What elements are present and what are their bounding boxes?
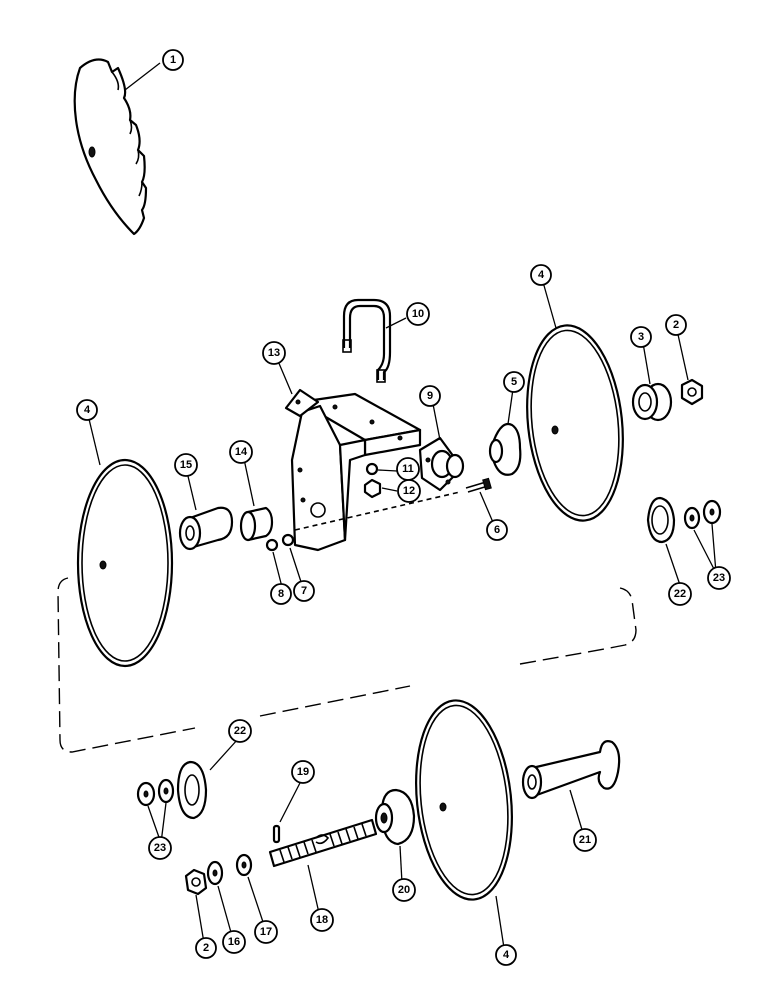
mounting-standard-bracket xyxy=(290,392,422,552)
callout-2a: 2 xyxy=(665,314,687,336)
spacer-cup-right xyxy=(646,496,676,544)
lock-washer xyxy=(235,853,253,877)
nut-large xyxy=(363,478,382,499)
callout-15: 15 xyxy=(174,453,198,477)
threaded-axle-shaft xyxy=(268,818,378,868)
svg-text:13: 13 xyxy=(268,347,280,359)
callout-17: 17 xyxy=(254,920,278,944)
svg-text:23: 23 xyxy=(154,842,166,854)
callout-18: 18 xyxy=(310,908,334,932)
callout-5: 5 xyxy=(503,371,525,393)
svg-text:4: 4 xyxy=(538,269,545,281)
u-bolt xyxy=(342,298,392,383)
washers-right xyxy=(683,499,722,530)
washers-left xyxy=(136,778,175,807)
svg-text:4: 4 xyxy=(84,404,91,416)
svg-text:2: 2 xyxy=(203,942,209,954)
svg-text:7: 7 xyxy=(301,585,307,597)
callout-4c: 4 xyxy=(495,944,517,966)
callout-1: 1 xyxy=(162,49,184,71)
callout-13: 13 xyxy=(262,341,286,365)
svg-text:5: 5 xyxy=(511,376,517,388)
callout-8: 8 xyxy=(270,583,292,605)
svg-text:10: 10 xyxy=(412,308,424,320)
callout-11: 11 xyxy=(396,457,420,481)
assembly-group-outline xyxy=(57,577,637,753)
svg-text:20: 20 xyxy=(398,884,410,896)
svg-text:16: 16 xyxy=(228,936,240,948)
gusset-plate xyxy=(284,388,320,418)
hub-collar xyxy=(374,788,416,846)
castle-nut-upper xyxy=(680,378,704,406)
nut-small xyxy=(365,462,379,476)
long-hub-spool xyxy=(521,740,621,800)
callout-16: 16 xyxy=(222,930,246,954)
small-nut-8 xyxy=(265,538,279,552)
left-hub-spool xyxy=(178,506,234,551)
callout-22b: 22 xyxy=(668,582,692,606)
callout-3: 3 xyxy=(630,326,652,348)
svg-text:19: 19 xyxy=(297,766,309,778)
svg-text:23: 23 xyxy=(713,572,725,584)
svg-text:15: 15 xyxy=(180,459,192,471)
bolt xyxy=(465,477,492,493)
callout-7: 7 xyxy=(293,580,315,602)
lower-disc-blade xyxy=(415,699,513,901)
callout-10: 10 xyxy=(406,302,430,326)
callout-4a: 4 xyxy=(76,399,98,421)
callout-22a: 22 xyxy=(228,719,252,743)
callout-19: 19 xyxy=(291,760,315,784)
svg-text:11: 11 xyxy=(402,463,414,475)
svg-text:3: 3 xyxy=(638,331,644,343)
svg-text:1: 1 xyxy=(170,54,176,66)
callout-23b: 23 xyxy=(148,836,172,860)
svg-text:6: 6 xyxy=(494,524,500,536)
flat-washer xyxy=(206,860,224,886)
svg-text:21: 21 xyxy=(579,834,591,846)
spacer-sleeve xyxy=(239,506,274,542)
callout-23a: 23 xyxy=(707,566,731,590)
leader-lines xyxy=(88,62,717,949)
callout-12: 12 xyxy=(397,479,421,503)
upper-right-disc-blade xyxy=(526,324,624,522)
callout-20: 20 xyxy=(392,878,416,902)
spacer-cup-left xyxy=(176,760,208,820)
svg-text:22: 22 xyxy=(234,725,246,737)
bearing xyxy=(631,382,673,422)
svg-text:4: 4 xyxy=(503,949,510,961)
notched-disc-blade xyxy=(73,58,148,236)
svg-text:2: 2 xyxy=(673,319,679,331)
callout-6: 6 xyxy=(486,519,508,541)
svg-text:12: 12 xyxy=(403,485,415,497)
callout-14: 14 xyxy=(229,440,253,464)
svg-text:17: 17 xyxy=(260,926,272,938)
cotter-pin xyxy=(272,824,281,844)
callout-2b: 2 xyxy=(195,937,217,959)
svg-text:8: 8 xyxy=(278,588,284,600)
callout-9: 9 xyxy=(419,385,441,407)
callout-21: 21 xyxy=(573,828,597,852)
bearing-flange xyxy=(418,436,465,492)
svg-text:18: 18 xyxy=(316,914,328,926)
svg-text:22: 22 xyxy=(674,588,686,600)
left-disc-blade xyxy=(76,458,174,668)
castle-nut-lower xyxy=(184,868,208,896)
hub-spool xyxy=(488,422,522,476)
svg-text:14: 14 xyxy=(235,446,248,458)
callout-4b: 4 xyxy=(530,264,552,286)
svg-text:9: 9 xyxy=(427,390,433,402)
small-washer-7 xyxy=(281,533,295,547)
